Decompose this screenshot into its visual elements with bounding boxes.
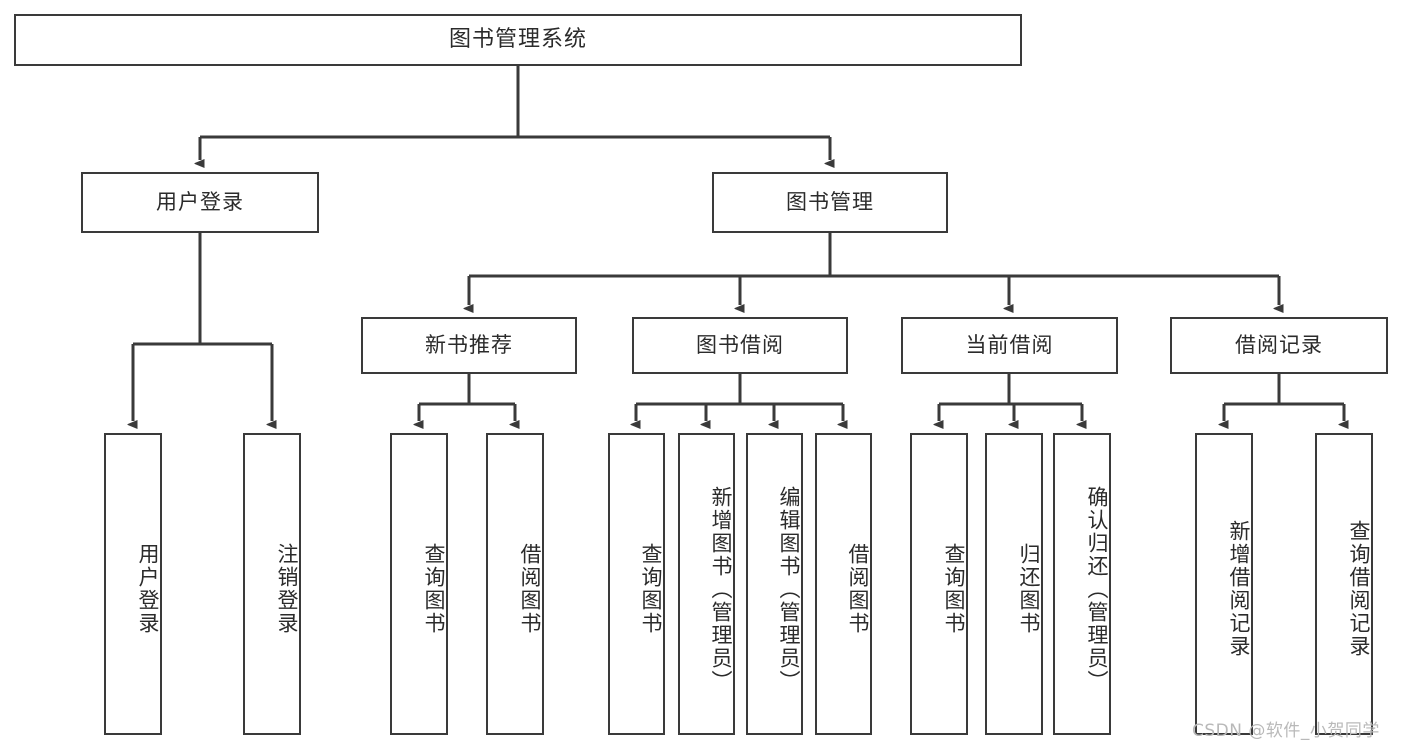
node-root-book-management-system[interactable]: 图书管理系统	[14, 14, 1022, 66]
node-label: 图书管理系统	[448, 26, 587, 52]
node-label: 图书管理	[786, 189, 874, 214]
node-leaf-return-book[interactable]: 归还图书	[985, 433, 1043, 735]
node-label: 编辑图书（管理员）	[777, 485, 801, 693]
node-label: 图书借阅	[696, 332, 784, 357]
node-leaf-borrow-book[interactable]: 借阅图书	[815, 433, 872, 735]
node-label: 借阅记录	[1235, 332, 1323, 357]
node-leaf-user-login[interactable]: 用户登录	[104, 433, 162, 735]
node-label: 新增借阅记录	[1227, 520, 1251, 658]
node-book-borrow[interactable]: 图书借阅	[632, 317, 848, 374]
node-leaf-add-borrow-record[interactable]: 新增借阅记录	[1195, 433, 1253, 735]
node-borrow-record[interactable]: 借阅记录	[1170, 317, 1388, 374]
node-label: 新增图书（管理员）	[709, 485, 733, 693]
node-label: 借阅图书	[518, 543, 542, 635]
node-leaf-confirm-return-admin[interactable]: 确认归还（管理员）	[1053, 433, 1111, 735]
node-leaf-borrow-book-new[interactable]: 借阅图书	[486, 433, 544, 735]
node-label: 注销登录	[275, 543, 299, 635]
node-label: 查询图书	[422, 543, 446, 635]
node-label: 查询图书	[639, 543, 663, 635]
node-current-borrow[interactable]: 当前借阅	[901, 317, 1118, 374]
node-leaf-logout[interactable]: 注销登录	[243, 433, 301, 735]
node-label: 查询图书	[942, 543, 966, 635]
node-leaf-query-book[interactable]: 查询图书	[608, 433, 665, 735]
node-leaf-edit-book-admin[interactable]: 编辑图书（管理员）	[746, 433, 803, 735]
node-leaf-query-borrow-record[interactable]: 查询借阅记录	[1315, 433, 1373, 735]
watermark: CSDN @软件_小贺同学	[1192, 721, 1380, 741]
node-user-login[interactable]: 用户登录	[81, 172, 319, 233]
node-label: 当前借阅	[965, 332, 1054, 357]
node-leaf-query-book-current[interactable]: 查询图书	[910, 433, 968, 735]
node-label: 查询借阅记录	[1347, 520, 1371, 658]
node-label: 确认归还（管理员）	[1085, 485, 1109, 693]
node-label: 用户登录	[156, 189, 244, 214]
node-new-book-recommend[interactable]: 新书推荐	[361, 317, 577, 374]
node-book-management[interactable]: 图书管理	[712, 172, 948, 233]
node-label: 归还图书	[1017, 543, 1041, 635]
node-label: 借阅图书	[846, 543, 870, 635]
node-label: 用户登录	[136, 543, 160, 635]
node-label: 新书推荐	[425, 332, 513, 357]
node-leaf-add-book-admin[interactable]: 新增图书（管理员）	[678, 433, 735, 735]
node-leaf-query-book-new[interactable]: 查询图书	[390, 433, 448, 735]
